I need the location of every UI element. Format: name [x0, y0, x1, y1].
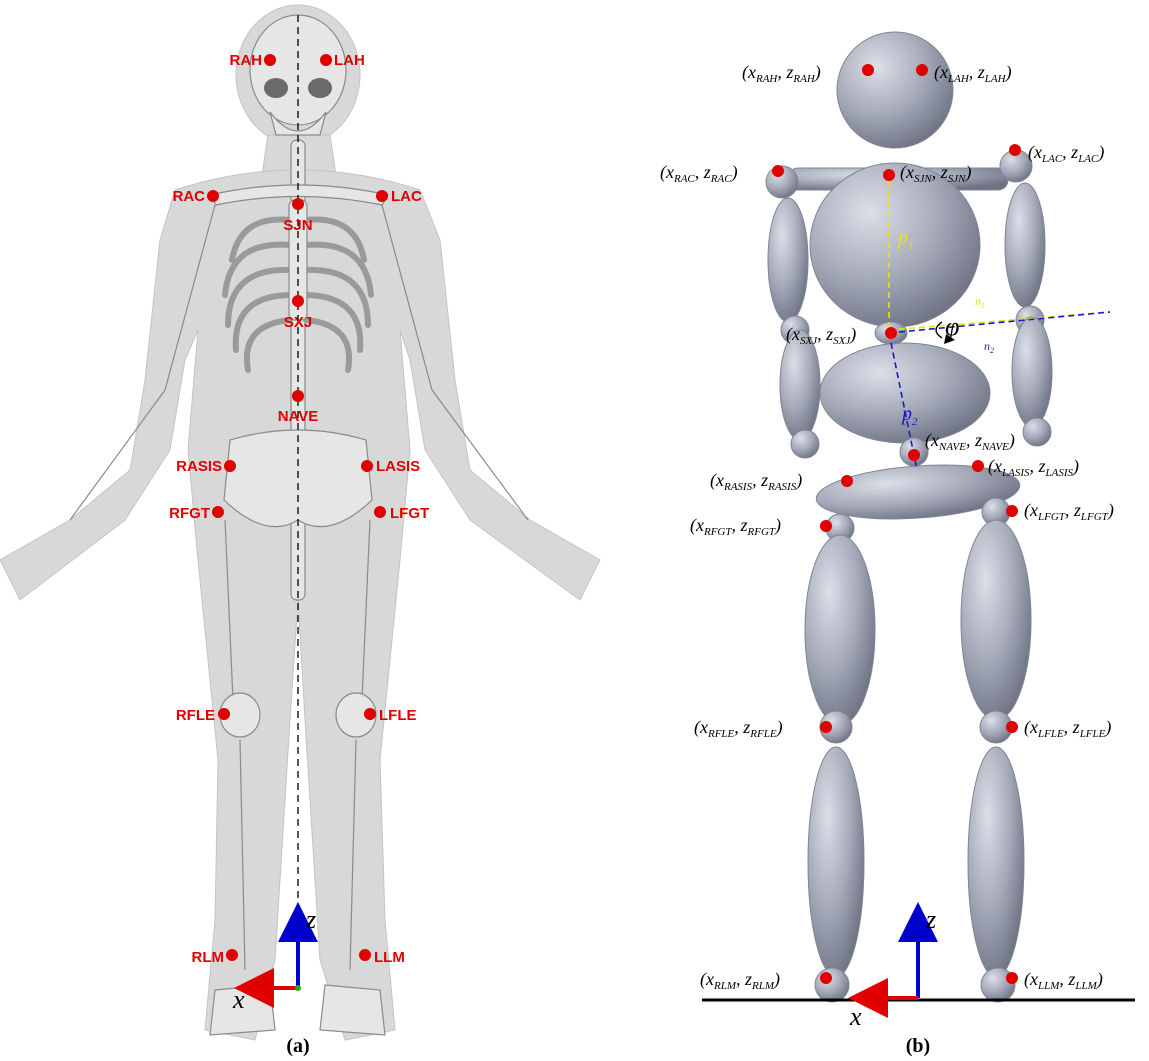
label-a-LAC: LAC — [391, 188, 422, 205]
marker-b-RFGT — [820, 520, 832, 532]
label-a-LASIS: LASIS — [376, 458, 420, 475]
marker-b-RFLE — [820, 721, 832, 733]
coord-b-LAH: (xLAH, zLAH) — [934, 62, 1012, 85]
panel-a: RAH LAH RAC LAC SJN SXJ NAVE RASIS LASIS… — [0, 5, 600, 1057]
label-a-LFLE: LFLE — [379, 707, 417, 724]
axis-z-a: z — [305, 905, 316, 934]
marker-b-RLM — [820, 972, 832, 984]
marker-a-RFGT — [212, 506, 224, 518]
marker-b-LAC — [1009, 144, 1021, 156]
axes-b: z x — [849, 905, 936, 1031]
axis-z-b: z — [925, 905, 936, 934]
coord-b-RAH: (xRAH, zRAH) — [742, 62, 821, 85]
marker-a-LLM — [359, 949, 371, 961]
coord-b-RFGT: (xRFGT, zRFGT) — [690, 515, 781, 538]
skeleton — [70, 15, 528, 1035]
coord-b-LFLE: (xLFLE, zLFLE) — [1024, 717, 1111, 740]
marker-a-RFLE — [218, 708, 230, 720]
label-a-RAH: RAH — [230, 52, 263, 69]
marker-a-RAC — [207, 190, 219, 202]
label-a-LAH: LAH — [334, 52, 365, 69]
marker-a-RASIS — [224, 460, 236, 472]
marker-a-RLM — [226, 949, 238, 961]
marker-a-LFGT — [374, 506, 386, 518]
coord-b-LFGT: (xLFGT, zLFGT) — [1024, 500, 1114, 523]
marker-a-RAH — [264, 54, 276, 66]
marker-b-LFLE — [1006, 721, 1018, 733]
marker-b-RAH — [862, 64, 874, 76]
axis-x-b: x — [849, 1002, 862, 1031]
label-a-RFLE: RFLE — [176, 707, 215, 724]
coord-b-LAC: (xLAC, zLAC) — [1028, 142, 1104, 165]
marker-a-SJN — [292, 198, 304, 210]
label-a-NAVE: NAVE — [278, 408, 319, 425]
caption-b: (b) — [906, 1035, 930, 1057]
marker-a-LAC — [376, 190, 388, 202]
label-a-LFGT: LFGT — [390, 505, 429, 522]
coord-b-NAVE: (xNAVE, zNAVE) — [925, 430, 1015, 453]
label-a-LLM: LLM — [374, 949, 405, 966]
coord-b-SJN: (xSJN, zSJN) — [900, 162, 971, 185]
coord-b-RFLE: (xRFLE, zRFLE) — [694, 717, 783, 740]
label-a-RASIS: RASIS — [176, 458, 222, 475]
marker-b-LASIS — [972, 460, 984, 472]
label-a-RFGT: RFGT — [169, 505, 210, 522]
marker-b-NAVE — [908, 449, 920, 461]
coord-b-LLM: (xLLM, zLLM) — [1024, 969, 1103, 992]
marker-a-NAVE — [292, 390, 304, 402]
marker-a-LASIS — [361, 460, 373, 472]
panel-b: p1 p2 n1 n2 φ (xRAH, zRAH) — [660, 32, 1135, 1057]
marker-b-SJN — [883, 169, 895, 181]
marker-a-LAH — [320, 54, 332, 66]
angle-phi: φ — [945, 312, 959, 341]
axis-x-a: x — [232, 985, 245, 1014]
coord-b-RASIS: (xRASIS, zRASIS) — [710, 470, 802, 493]
label-a-SJN: SJN — [283, 217, 312, 234]
marker-a-SXJ — [292, 295, 304, 307]
coord-b-SXJ: (xSXJ, zSXJ) — [786, 324, 856, 347]
coord-b-RLM: (xRLM, zRLM) — [700, 969, 780, 992]
vec-n2: n2 — [984, 339, 994, 355]
label-a-RAC: RAC — [173, 188, 206, 205]
marker-b-LAH — [916, 64, 928, 76]
label-a-SXJ: SXJ — [284, 314, 312, 331]
marker-b-RAC — [772, 165, 784, 177]
caption-a: (a) — [286, 1035, 309, 1057]
coord-b-RAC: (xRAC, zRAC) — [660, 162, 738, 185]
marker-b-LFGT — [1006, 505, 1018, 517]
marker-a-LFLE — [364, 708, 376, 720]
marker-b-LLM — [1006, 972, 1018, 984]
marker-b-SXJ — [885, 327, 897, 339]
vec-n1: n1 — [975, 294, 985, 310]
coord-b-LASIS: (xLASIS, zLASIS) — [988, 456, 1079, 479]
label-a-RLM: RLM — [192, 949, 225, 966]
marker-b-RASIS — [841, 475, 853, 487]
